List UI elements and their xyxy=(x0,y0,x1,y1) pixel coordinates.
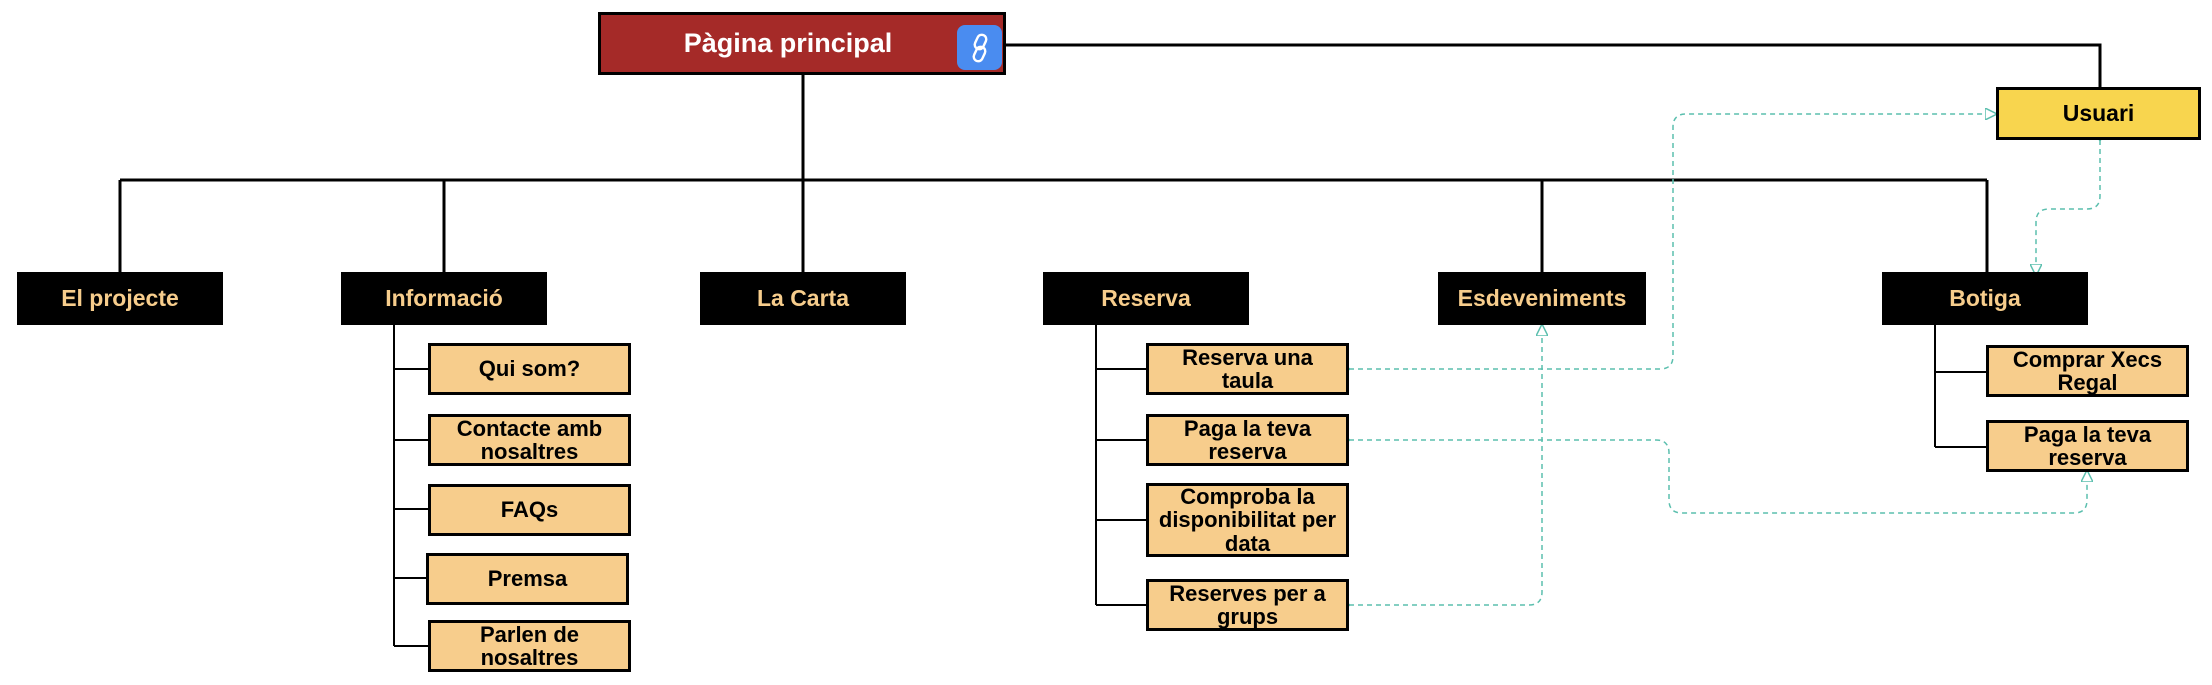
user-label: Usuari xyxy=(2062,100,2135,127)
dashed-link xyxy=(1349,325,1542,605)
section-label: Informació xyxy=(385,285,503,312)
user-node[interactable]: Usuari xyxy=(1996,87,2201,140)
subpage-premsa[interactable]: Premsa xyxy=(426,553,629,605)
subpage-label: Comprar Xecs Regal xyxy=(2012,346,2163,395)
section-label: La Carta xyxy=(756,285,850,312)
root-page-node[interactable]: Pàgina principal xyxy=(598,12,1006,75)
section-el-projecte[interactable]: El projecte xyxy=(17,272,223,325)
section-label: Reserva xyxy=(1101,285,1191,312)
subpage-label: Premsa xyxy=(487,566,568,592)
link-icon[interactable] xyxy=(957,25,1002,70)
section-reserva[interactable]: Reserva xyxy=(1043,272,1249,325)
dashed-link xyxy=(1349,114,1996,369)
section-la-carta[interactable]: La Carta xyxy=(700,272,906,325)
section-label: Esdeveniments xyxy=(1457,285,1627,312)
subpage-comprar-xecs-regal[interactable]: Comprar Xecs Regal xyxy=(1986,345,2189,397)
subpage-label: Contacte amb nosaltres xyxy=(456,415,603,464)
subpage-faqs[interactable]: FAQs xyxy=(428,484,631,536)
subpage-label: Qui som? xyxy=(478,356,581,382)
subpage-qui-som[interactable]: Qui som? xyxy=(428,343,631,395)
dashed-link xyxy=(2036,140,2100,275)
subpage-label: Comproba la disponibilitat per data xyxy=(1158,484,1337,556)
subpage-reserves-per-a-grups[interactable]: Reserves per a grups xyxy=(1146,579,1349,631)
link-icon-glyph xyxy=(972,33,987,62)
subpage-reserva-una-taula[interactable]: Reserva una taula xyxy=(1146,343,1349,395)
subpage-contacte[interactable]: Contacte amb nosaltres xyxy=(428,414,631,466)
subpage-botiga-paga-la-teva-reserva[interactable]: Paga la teva reserva xyxy=(1986,420,2189,472)
subpage-label: FAQs xyxy=(500,497,559,523)
section-botiga[interactable]: Botiga xyxy=(1882,272,2088,325)
subpage-paga-la-teva-reserva[interactable]: Paga la teva reserva xyxy=(1146,414,1349,466)
subpage-label: Paga la teva reserva xyxy=(2023,421,2152,470)
subpage-label: Paga la teva reserva xyxy=(1183,415,1312,464)
subpage-label: Parlen de nosaltres xyxy=(479,621,580,670)
section-esdeveniments[interactable]: Esdeveniments xyxy=(1438,272,1646,325)
subpage-parlen-de-nosaltres[interactable]: Parlen de nosaltres xyxy=(428,620,631,672)
section-informacio[interactable]: Informació xyxy=(341,272,547,325)
dashed-link xyxy=(1349,440,2087,514)
subpage-comproba-disponibilitat[interactable]: Comproba la disponibilitat per data xyxy=(1146,483,1349,557)
subpage-label: Reserva una taula xyxy=(1182,344,1313,393)
tree-connector xyxy=(1006,43,2102,87)
subpage-label: Reserves per a grups xyxy=(1169,580,1326,629)
root-page-label: Pàgina principal xyxy=(683,28,893,59)
section-label: Botiga xyxy=(1949,285,2021,312)
section-label: El projecte xyxy=(61,285,179,312)
